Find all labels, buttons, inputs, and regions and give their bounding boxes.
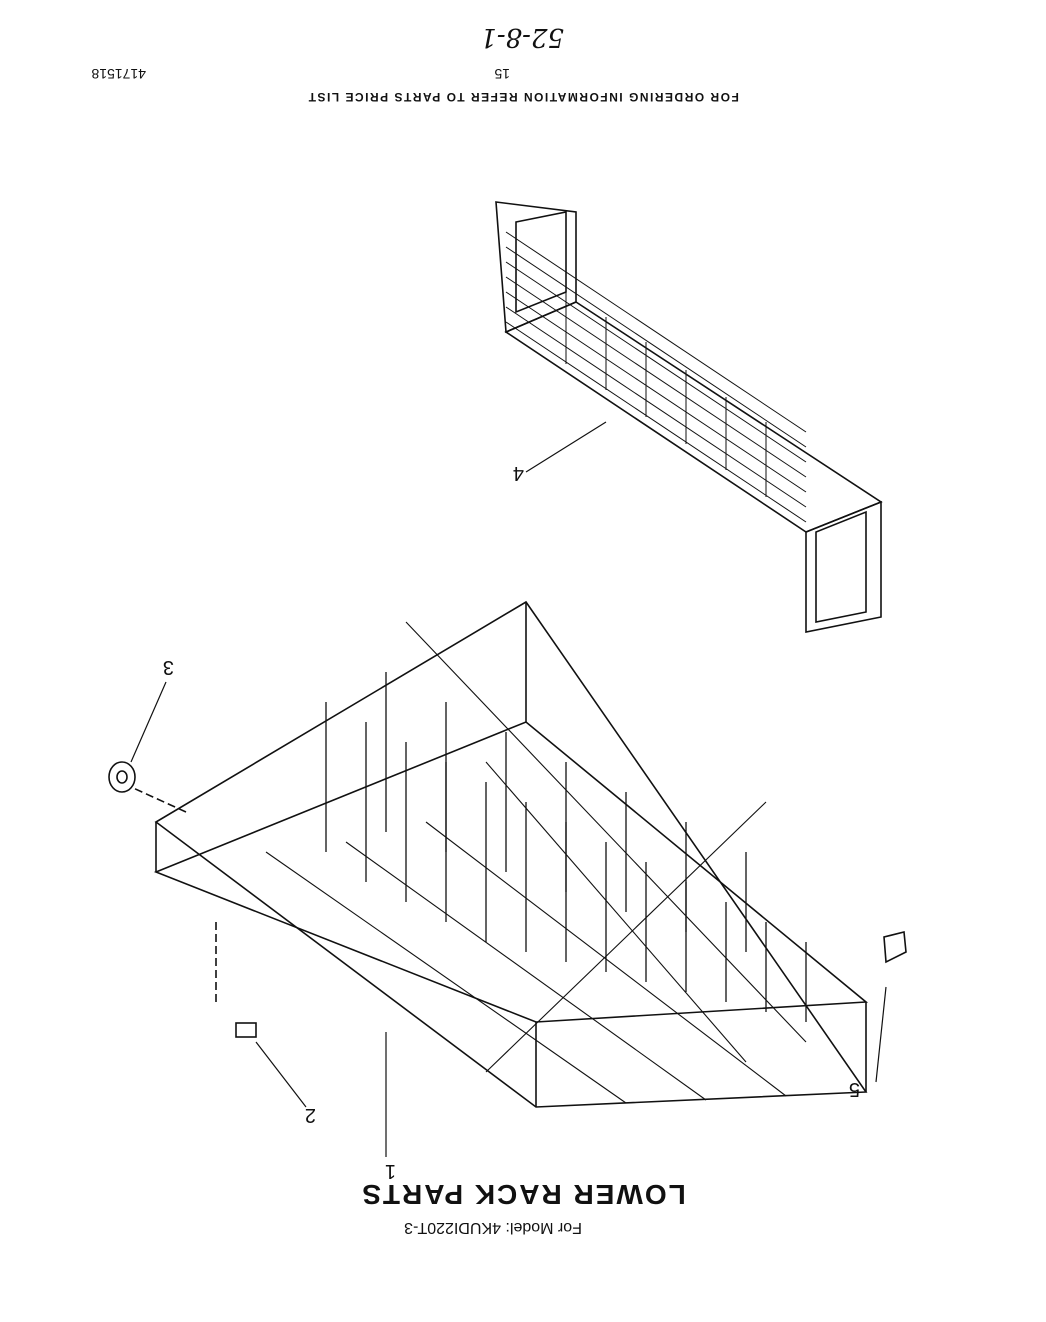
- rack-grid: [265, 621, 807, 1104]
- basket-mesh: [505, 231, 807, 523]
- callout-4: 4: [512, 462, 524, 484]
- callout-3: 3: [162, 656, 174, 678]
- rack-bumper-part-5: [883, 930, 907, 964]
- callout-5: 5: [848, 1078, 860, 1100]
- rack-clip-part-2: [215, 922, 257, 1038]
- callout-leaders: [130, 421, 887, 1157]
- callout-1: 1: [384, 1160, 396, 1182]
- callout-2: 2: [304, 1104, 316, 1126]
- lower-rack-basket: [153, 600, 869, 1108]
- rack-tines: [325, 672, 807, 1022]
- rack-wheel-part-3: [108, 761, 187, 813]
- cutlery-basket: [495, 201, 883, 633]
